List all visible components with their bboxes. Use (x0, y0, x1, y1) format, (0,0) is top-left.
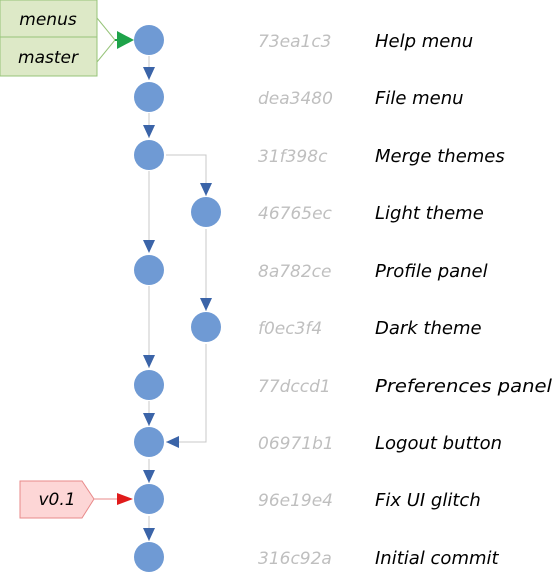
commit-hash: f0ec3f4 (258, 319, 322, 339)
commit-message: Profile panel (375, 261, 488, 282)
branch-pointer-arrow (117, 31, 134, 49)
commit-message: Light theme (375, 203, 484, 224)
commit-hash: dea3480 (258, 89, 333, 109)
edge-arrow (200, 298, 212, 311)
commit-node[interactable] (191, 197, 221, 227)
commit-node[interactable] (134, 484, 164, 514)
commit-hash: 06971b1 (258, 434, 334, 454)
commit-node[interactable] (134, 255, 164, 285)
edge-arrow (143, 240, 155, 253)
edge-arrow (143, 125, 155, 138)
commit-message: Help menu (375, 31, 473, 52)
commit-message: File menu (375, 88, 464, 109)
commit-hash: 8a782ce (258, 262, 332, 282)
tag-v0.1-text: v0.1 (38, 490, 75, 510)
commit-message: Initial commit (375, 548, 500, 569)
commit-hash: 77dccd1 (258, 377, 331, 397)
edge-arrow (166, 436, 179, 448)
edge-arrow (143, 470, 155, 483)
edge-arrow (200, 183, 212, 196)
nodes (134, 25, 221, 572)
branch-label-master-text: master (18, 48, 79, 68)
commit-node[interactable] (134, 140, 164, 170)
edge-arrow (143, 355, 155, 368)
commit-hash: 316c92a (258, 549, 332, 569)
branch-labels: menus master (0, 0, 134, 77)
commit-message: Dark theme (375, 318, 482, 339)
commit-hash: 96e19e4 (258, 491, 333, 511)
commit-hash: 46765ec (258, 204, 333, 224)
edge-f0ec3f4-06971b1 (166, 344, 207, 443)
commit-node[interactable] (134, 82, 164, 112)
tag-label: v0.1 (19, 480, 133, 519)
commit-node[interactable] (134, 542, 164, 572)
edges (143, 56, 212, 541)
commit-message: Preferences panel (375, 376, 552, 397)
edge-arrow (143, 528, 155, 541)
commit-node[interactable] (134, 427, 164, 457)
commit-message: Merge themes (375, 146, 505, 167)
branch-pointer-line (96, 17, 116, 63)
commit-node[interactable] (134, 370, 164, 400)
commit-hashes: 73ea1c3 dea3480 31f398c 46765ec 8a782ce … (258, 32, 334, 569)
edge-arrow (143, 67, 155, 80)
branch-label-menus-text: menus (19, 10, 77, 30)
commit-node[interactable] (134, 25, 164, 55)
commit-message: Logout button (375, 433, 502, 454)
branch-label-master[interactable] (0, 36, 98, 77)
commit-hash: 31f398c (258, 147, 328, 167)
tag-pointer-arrow (117, 493, 133, 505)
edge-31f398c-46765ec (166, 154, 207, 196)
commit-messages: Help menu File menu Merge themes Light t… (375, 31, 552, 569)
commit-hash: 73ea1c3 (258, 32, 332, 52)
commit-message: Fix UI glitch (375, 490, 481, 511)
commit-node[interactable] (191, 312, 221, 342)
tag-v0.1[interactable] (19, 480, 95, 519)
branch-label-menus[interactable] (0, 0, 98, 38)
edge-arrow (143, 413, 155, 426)
